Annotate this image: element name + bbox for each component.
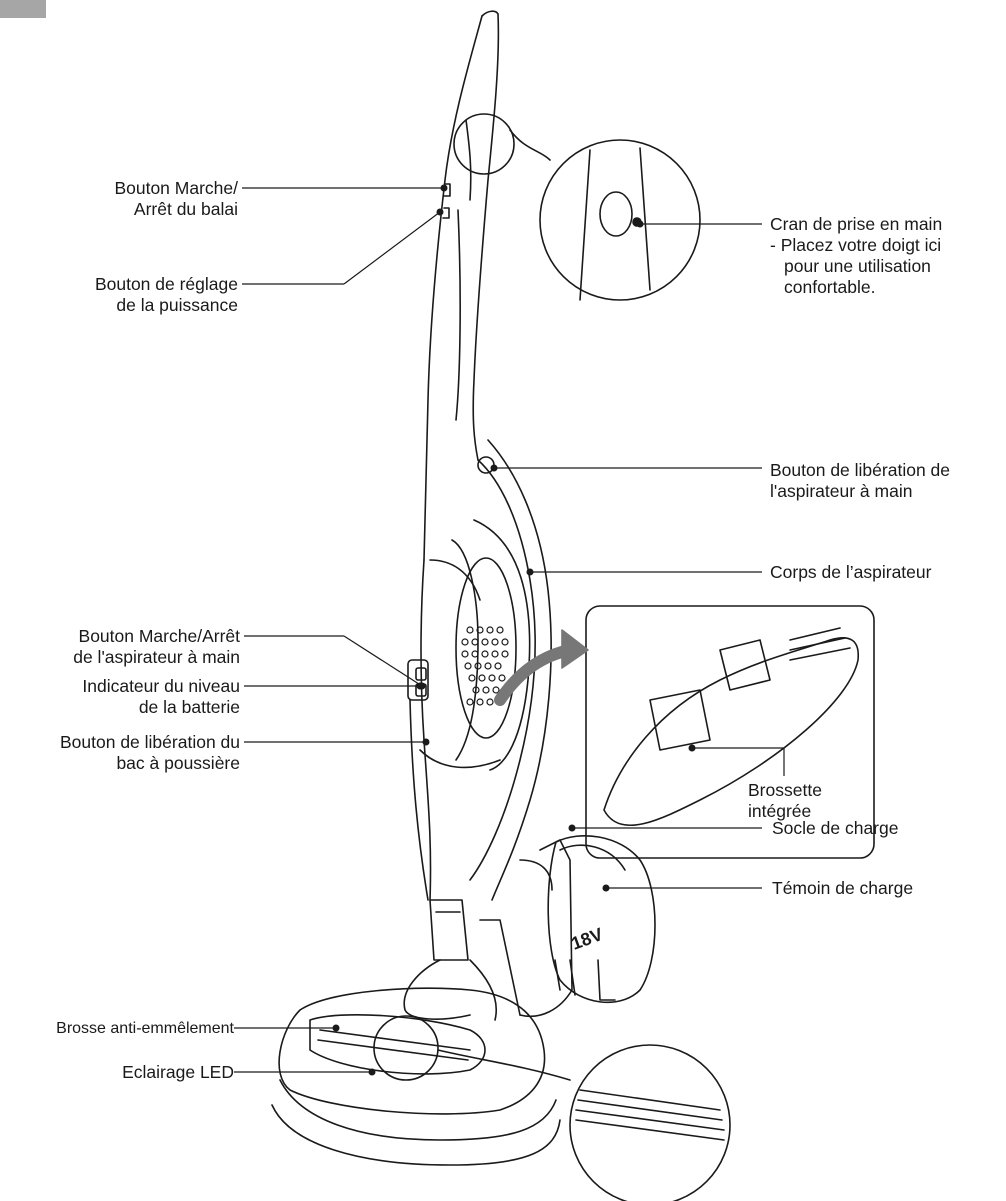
filter-grille: [461, 626, 509, 706]
brush-tool-inset: [585, 605, 875, 859]
neck: [429, 899, 469, 961]
label-charging-indicator: Témoin de charge: [772, 878, 914, 898]
label-body: Corps de l’aspirateur: [770, 562, 932, 582]
battery-pack: [547, 835, 656, 1004]
battery-voltage-text: 18V: [569, 924, 606, 954]
zoom-detail-brush: [373, 1015, 731, 1201]
label-broom-power: Bouton Marche/Arrêt du balai: [114, 178, 238, 219]
floor-head: [271, 959, 561, 1166]
handle: [423, 10, 500, 561]
corner-tab: [0, 0, 46, 18]
leader-lines: [234, 187, 785, 1073]
zoom-detail-grip: [453, 113, 701, 301]
label-anti-tangle-brush: Brosse anti-emmêlement: [56, 1020, 234, 1037]
label-grip-notch: Cran de prise en main- Placez votre doig…: [770, 214, 943, 297]
label-led-light: Eclairage LED: [122, 1062, 234, 1082]
label-charging-base: Socle de charge: [772, 818, 899, 838]
charging-base: [479, 839, 573, 1017]
leader-dots: [332, 184, 696, 1076]
